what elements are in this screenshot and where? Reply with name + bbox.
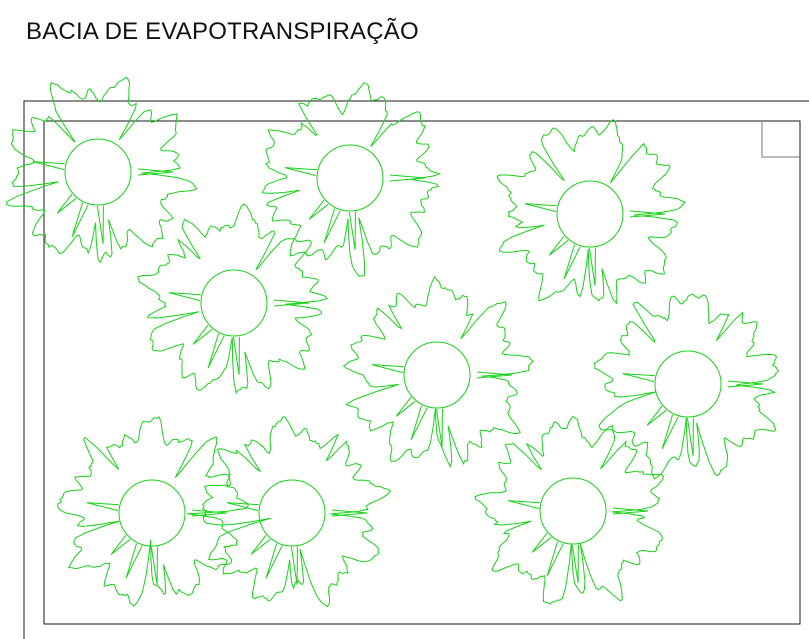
tree-canopy-icon xyxy=(57,416,249,607)
tree-spike xyxy=(192,324,213,345)
tree-trunk-circle xyxy=(200,269,268,337)
tree-trunk-circle xyxy=(654,350,722,418)
tree-spike xyxy=(629,210,666,218)
tree-spike xyxy=(265,543,283,579)
tree-spike xyxy=(395,396,416,417)
tree-spike xyxy=(727,380,764,388)
tree-spike xyxy=(371,364,404,374)
basin-outline xyxy=(23,100,809,639)
tree-canopy-icon xyxy=(5,76,198,264)
tree-spike xyxy=(546,541,564,577)
tree-spike xyxy=(284,167,317,177)
tree-spike xyxy=(331,509,368,517)
tree-spike xyxy=(56,193,77,214)
tree-spike xyxy=(524,203,557,213)
tree-trunk-circle xyxy=(316,144,384,212)
tree-spike xyxy=(168,292,201,302)
tree-spike xyxy=(250,534,271,555)
tree-trunk-circle xyxy=(64,138,132,206)
tree-spike xyxy=(563,244,581,280)
tree-spike xyxy=(476,371,513,379)
tree-spike xyxy=(308,199,329,220)
tree-spike xyxy=(661,414,679,450)
tree-spike xyxy=(71,202,89,238)
tree-canopy-icon xyxy=(262,82,442,278)
tree-spike xyxy=(32,161,65,171)
tree-canopy-outline xyxy=(136,203,329,395)
tree-spike xyxy=(686,417,694,456)
corner-detail xyxy=(761,121,800,158)
tree-spike xyxy=(622,373,655,383)
tree-canopy-icon xyxy=(136,203,329,395)
tree-spike xyxy=(191,509,228,517)
tree-spike xyxy=(290,546,298,585)
tree-spike xyxy=(110,534,131,555)
tree-spike xyxy=(86,502,119,512)
tree-canopy-outline xyxy=(496,119,687,305)
drawing-title: BACIA DE EVAPOTRANSPIRAÇÃO xyxy=(26,18,419,45)
tree-symbols xyxy=(5,76,779,608)
tree-trunk-circle xyxy=(539,477,607,545)
tree-trunk-circle xyxy=(403,341,471,409)
tree-spike xyxy=(612,507,649,515)
tree-spike xyxy=(348,211,356,250)
tree-spike xyxy=(150,546,158,585)
basin-inner-border xyxy=(43,120,801,625)
tree-spike xyxy=(125,543,143,579)
tree-spike xyxy=(410,405,428,441)
tree-canopy-outline xyxy=(5,76,198,264)
tree-spike xyxy=(507,500,540,510)
tree-canopy-outline xyxy=(593,293,779,480)
tree-canopy-icon xyxy=(593,293,779,480)
tree-spike xyxy=(435,408,443,447)
tree-spike xyxy=(232,336,240,375)
tree-canopy-outline xyxy=(474,415,665,605)
tree-spike xyxy=(571,544,579,583)
tree-spike xyxy=(588,247,596,286)
tree-canopy-icon xyxy=(201,416,392,608)
tree-spike xyxy=(96,205,104,244)
tree-trunk-circle xyxy=(118,479,186,547)
tree-spike xyxy=(323,208,341,244)
tree-canopy-outline xyxy=(342,275,534,468)
tree-canopy-icon xyxy=(342,275,534,468)
tree-spike xyxy=(646,405,667,426)
tree-spike xyxy=(207,333,225,369)
tree-canopy-outline xyxy=(57,416,249,607)
tree-canopy-icon xyxy=(496,119,687,305)
tree-canopy-outline xyxy=(201,416,392,608)
tree-canopy-icon xyxy=(474,415,665,605)
tree-canopy-outline xyxy=(262,82,442,278)
tree-trunk-circle xyxy=(258,479,326,547)
tree-spike xyxy=(389,174,426,182)
basin-outer-border xyxy=(23,100,809,639)
tree-spike xyxy=(226,502,259,512)
tree-spike xyxy=(531,532,552,553)
tree-spike xyxy=(137,168,174,176)
tree-spike xyxy=(273,299,310,307)
tree-trunk-circle xyxy=(556,180,624,248)
tree-spike xyxy=(548,235,569,256)
